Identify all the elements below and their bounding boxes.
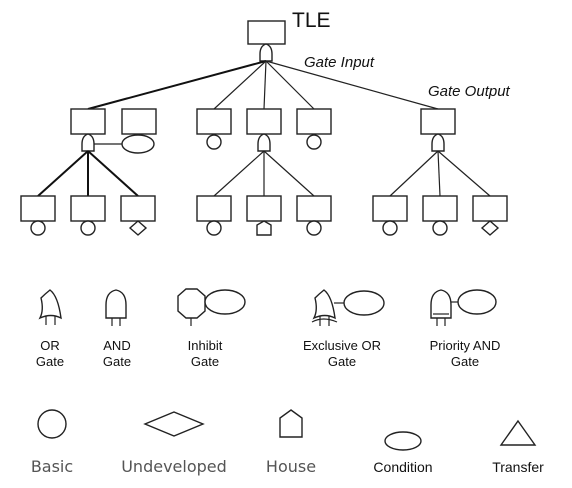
and-gate-icon [431, 133, 445, 152]
legend-inhibit-gate: Inhibit Gate [177, 288, 246, 369]
condition-oval-icon [121, 134, 155, 154]
legend-label: Transfer [492, 459, 544, 475]
event-box [296, 195, 332, 222]
legend-transfer-event: Transfer [492, 419, 544, 475]
event-box [472, 195, 508, 222]
legend-or-gate: OR Gate [36, 289, 64, 369]
legend-label: Gate [191, 354, 219, 369]
or-gate-icon [38, 289, 62, 320]
condition-event-icon [384, 431, 422, 451]
legend-house-event: House [266, 409, 316, 476]
gate-input-label: Gate Input [304, 54, 375, 71]
gate-output-label: Gate Output [428, 83, 511, 100]
event-box [70, 108, 106, 135]
event-box [246, 108, 282, 135]
basic-event-icon [306, 220, 322, 236]
legend-label: Undeveloped [121, 457, 227, 476]
condition-oval-icon [343, 290, 385, 316]
basic-event-icon [382, 220, 398, 236]
legend-label: AND [103, 338, 130, 353]
and-gate-icon [105, 289, 127, 319]
event-box [196, 108, 232, 135]
basic-event-icon [80, 220, 96, 236]
legend-label: Basic [31, 457, 73, 476]
legend-label: Gate [451, 354, 479, 369]
top-connections [87, 60, 439, 110]
legend-condition-event: Condition [373, 431, 433, 475]
and-gate-icon [81, 133, 95, 152]
legend-label: Priority AND [430, 338, 501, 353]
legend-undeveloped-event: Undeveloped [121, 411, 227, 476]
basic-event-icon [206, 134, 222, 150]
undeveloped-event-icon [480, 220, 500, 236]
legend-label: Inhibit [188, 338, 223, 353]
legend-label: Gate [328, 354, 356, 369]
legend-label: OR [40, 338, 60, 353]
legend-label: Condition [373, 459, 432, 475]
legend-basic-event: Basic [31, 409, 73, 476]
undeveloped-event-icon [143, 411, 205, 437]
event-box [420, 108, 456, 135]
event-box [372, 195, 408, 222]
legend-and-gate: AND Gate [103, 289, 131, 369]
event-box [121, 108, 157, 135]
exclusive-or-gate-icon [312, 289, 336, 320]
basic-event-icon [206, 220, 222, 236]
gate-legend: OR Gate AND Gate Inhibit Gate Ex [36, 288, 501, 369]
level3-connections [37, 150, 491, 197]
event-box [296, 108, 332, 135]
inhibit-gate-icon [177, 288, 206, 319]
level3-events [20, 195, 508, 236]
event-legend: Basic Undeveloped House Condition Transf… [31, 409, 544, 476]
condition-oval-icon [204, 289, 246, 315]
legend-label: Gate [36, 354, 64, 369]
basic-event-icon [432, 220, 448, 236]
legend-priority-and-gate: Priority AND Gate [430, 289, 501, 369]
top-event-box [247, 20, 286, 45]
house-event-icon [279, 409, 303, 438]
legend-label: House [266, 457, 316, 476]
and-gate-icon [257, 133, 271, 152]
house-event-icon [256, 220, 272, 236]
basic-event-icon [30, 220, 46, 236]
condition-oval-icon [457, 289, 497, 315]
priority-and-gate-icon [430, 289, 452, 319]
legend-exclusive-or-gate: Exclusive OR Gate [303, 289, 385, 369]
event-box [246, 195, 282, 222]
basic-event-icon [306, 134, 322, 150]
event-box [422, 195, 458, 222]
event-box [70, 195, 106, 222]
transfer-event-icon [499, 419, 537, 446]
undeveloped-event-icon [128, 220, 148, 236]
event-box [20, 195, 56, 222]
top-event-label: TLE [292, 9, 331, 32]
top-and-gate-icon [259, 43, 273, 62]
legend-label: Gate [103, 354, 131, 369]
level2-events [70, 108, 456, 154]
top-event: TLE [247, 9, 331, 62]
legend-label: Exclusive OR [303, 338, 381, 353]
event-box [120, 195, 156, 222]
basic-event-icon [37, 409, 67, 439]
event-box [196, 195, 232, 222]
